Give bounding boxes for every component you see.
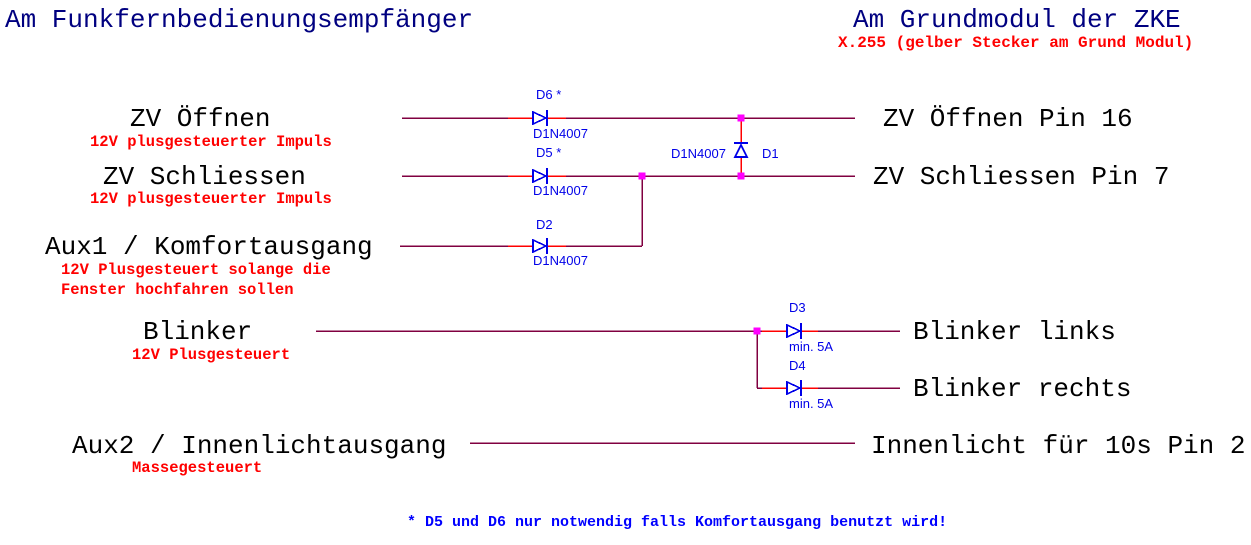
input-label-blinker: Blinker <box>143 317 253 347</box>
diode-d1-symbol <box>733 120 749 175</box>
right-title: Am Grundmodul der ZKE <box>853 5 1181 35</box>
input-label-zv-oeffnen: ZV Öffnen <box>130 104 271 134</box>
diode-d2-symbol <box>508 238 566 254</box>
input-note-aux1-line2: Fenster hochfahren sollen <box>61 281 294 299</box>
diode-d6-ref: D6 * <box>536 87 562 102</box>
input-note-zv-schliessen: 12V plusgesteuerter Impuls <box>90 190 332 208</box>
wire-blinker <box>316 330 900 389</box>
input-note-aux2: Massegesteuert <box>132 459 263 477</box>
diode-d3-symbol <box>762 323 818 339</box>
input-note-blinker: 12V Plusgesteuert <box>132 346 291 364</box>
diode-d1-value: D1N4007 <box>671 146 726 161</box>
diode-d4-symbol <box>762 380 818 396</box>
left-title: Am Funkfernbedienungsempfänger <box>5 5 474 35</box>
diode-d1-ref: D1 <box>762 146 779 161</box>
diode-d5-ref: D5 * <box>536 145 562 160</box>
junction-dot <box>753 327 761 335</box>
input-label-aux2: Aux2 / Innenlichtausgang <box>72 431 447 461</box>
output-label-innenlicht: Innenlicht für 10s Pin 2 <box>871 431 1246 461</box>
wire-aux1 <box>400 177 643 247</box>
output-label-blinker-links: Blinker links <box>913 317 1116 347</box>
footnote: * D5 und D6 nur notwendig falls Komforta… <box>407 514 948 531</box>
diode-d6-symbol <box>508 110 566 126</box>
input-note-zv-oeffnen: 12V plusgesteuerter Impuls <box>90 133 332 151</box>
right-subtitle: X.255 (gelber Stecker am Grund Modul) <box>838 34 1194 52</box>
diode-d4-ref: D4 <box>789 358 806 373</box>
input-label-zv-schliessen: ZV Schliessen <box>103 162 306 192</box>
output-label-zv-schliessen: ZV Schliessen Pin 7 <box>873 162 1170 192</box>
junction-dot <box>737 114 745 122</box>
junction-dot <box>737 172 745 180</box>
diode-d5-value: D1N4007 <box>533 183 588 198</box>
diode-d5-symbol <box>508 168 566 184</box>
input-note-aux1-line1: 12V Plusgesteuert solange die <box>61 261 331 279</box>
output-label-blinker-rechts: Blinker rechts <box>913 374 1132 404</box>
diode-d3-ref: D3 <box>789 300 806 315</box>
diode-d4-value: min. 5A <box>789 396 834 411</box>
diode-d3-value: min. 5A <box>789 339 834 354</box>
junction-dot <box>638 172 646 180</box>
diode-d6-value: D1N4007 <box>533 126 588 141</box>
diode-d2-ref: D2 <box>536 217 553 232</box>
output-label-zv-oeffnen: ZV Öffnen Pin 16 <box>883 104 1133 134</box>
diode-d2-value: D1N4007 <box>533 253 588 268</box>
input-label-aux1: Aux1 / Komfortausgang <box>45 232 373 262</box>
